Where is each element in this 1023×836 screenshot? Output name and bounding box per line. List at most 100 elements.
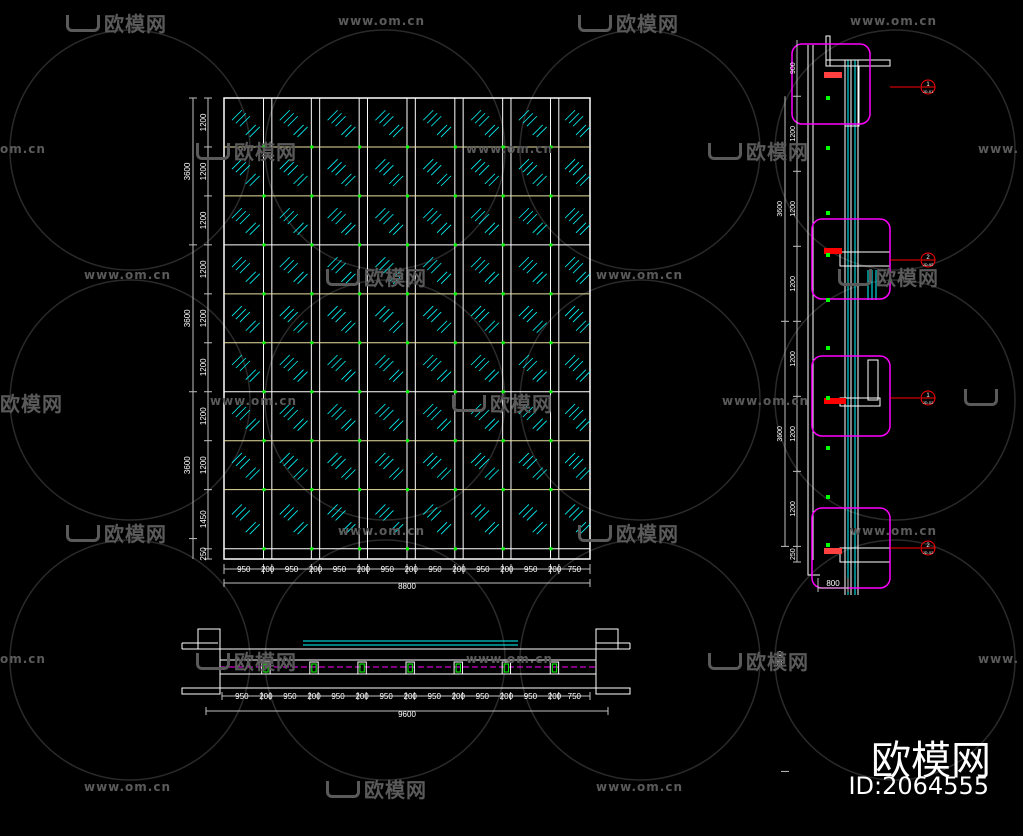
glass-hatch (526, 311, 538, 323)
glass-hatch (345, 273, 356, 285)
glass-hatch (536, 420, 547, 431)
node-marker (406, 243, 409, 247)
glass-hatch (522, 308, 534, 320)
glass-hatch (518, 354, 530, 366)
node-marker (501, 390, 505, 394)
node-marker (549, 145, 553, 149)
node-marker (549, 292, 553, 296)
elevation-total-width: 8800 (398, 582, 416, 591)
watermark-circle (519, 29, 761, 271)
section-left-dim: 250 (790, 548, 797, 560)
glass-hatch (335, 115, 346, 127)
glass-hatch (470, 452, 482, 464)
glass-hatch (379, 406, 390, 418)
plan-dim: 950 (331, 692, 345, 701)
glass-hatch (327, 158, 338, 170)
glass-hatch (235, 161, 247, 173)
glass-hatch (436, 271, 448, 283)
section-left-dim: 1200 (790, 426, 797, 442)
glass-hatch (341, 418, 352, 429)
glass-hatch (283, 161, 295, 173)
glass-hatch (526, 164, 538, 176)
glass-hatch (430, 409, 442, 421)
section-node (826, 96, 830, 100)
plan-wall-right (595, 628, 619, 650)
glass-hatch (572, 213, 584, 225)
glass-hatch (430, 510, 442, 521)
elevation-bottom-dim: 200 (309, 565, 323, 574)
glass-hatch (568, 455, 580, 467)
glass-hatch (283, 357, 295, 369)
glass-hatch (375, 354, 386, 366)
plan-mullion-core (359, 663, 365, 673)
glass-hatch (478, 213, 490, 225)
glass-hatch (245, 320, 257, 332)
plan-mullion (549, 661, 560, 675)
glass-hatch (522, 406, 534, 418)
node-marker (262, 341, 266, 345)
glass-hatch (488, 126, 500, 138)
glass-hatch (536, 523, 547, 535)
glass-hatch (379, 308, 390, 320)
glass-hatch (426, 210, 438, 222)
glass-hatch (375, 109, 386, 121)
glass-hatch (331, 357, 342, 369)
glass-hatch (287, 409, 299, 421)
glass-hatch (335, 458, 346, 470)
glass-hatch (430, 164, 442, 176)
glass-hatch (526, 360, 538, 372)
node-marker (406, 341, 409, 345)
node-marker (453, 292, 457, 296)
glass-hatch (375, 504, 386, 515)
glass-hatch (430, 311, 442, 323)
glass-hatch (297, 322, 308, 334)
glass-hatch (245, 124, 257, 136)
section-left-dim: 1200 (790, 351, 797, 367)
glass-hatch (297, 273, 308, 285)
elevation-bottom-dim: 750 (568, 565, 582, 574)
glass-hatch (470, 256, 482, 268)
watermark-url: www.om.cn (596, 780, 684, 794)
glass-hatch (579, 126, 591, 138)
glass-hatch (564, 305, 576, 317)
glass-hatch (375, 158, 386, 170)
glass-hatch (341, 320, 352, 332)
glass-hatch (526, 510, 538, 521)
glass-hatch (379, 112, 390, 124)
glass-hatch (231, 256, 243, 268)
plan-mullion (501, 661, 512, 675)
glass-hatch (488, 420, 500, 431)
glass-hatch (245, 271, 257, 283)
glass-hatch (484, 418, 496, 429)
elevation-coarse-dim: 3600 (183, 309, 192, 327)
glass-hatch (474, 210, 486, 222)
watermark-logo: 欧模网 (66, 518, 167, 547)
watermark-url: www.om.cn (84, 268, 172, 282)
glass-hatch (249, 322, 261, 334)
glass-hatch (430, 458, 442, 470)
elevation-left-dim: 1200 (199, 260, 208, 278)
node-marker (310, 439, 314, 443)
glass-hatch (249, 523, 261, 535)
section-coarse-dim: 3600 (777, 201, 784, 217)
glass-hatch (379, 259, 390, 271)
glass-hatch (484, 124, 496, 136)
glass-hatch (470, 158, 482, 170)
watermark-logo: 欧模网 (452, 388, 553, 417)
glass-hatch (518, 109, 530, 121)
glass-hatch (426, 406, 438, 418)
glass-hatch (293, 320, 304, 332)
section-left-dim: 1200 (790, 501, 797, 517)
glass-hatch (239, 409, 251, 421)
glass-hatch (231, 158, 243, 170)
section-left-dim: 1200 (790, 126, 797, 142)
watermark-logo: 欧模网 (326, 774, 427, 803)
glass-hatch (341, 124, 352, 136)
glass-hatch (522, 507, 534, 518)
node-marker (310, 292, 314, 296)
node-marker (310, 194, 314, 198)
glass-hatch (287, 213, 299, 225)
node-marker (310, 390, 314, 394)
